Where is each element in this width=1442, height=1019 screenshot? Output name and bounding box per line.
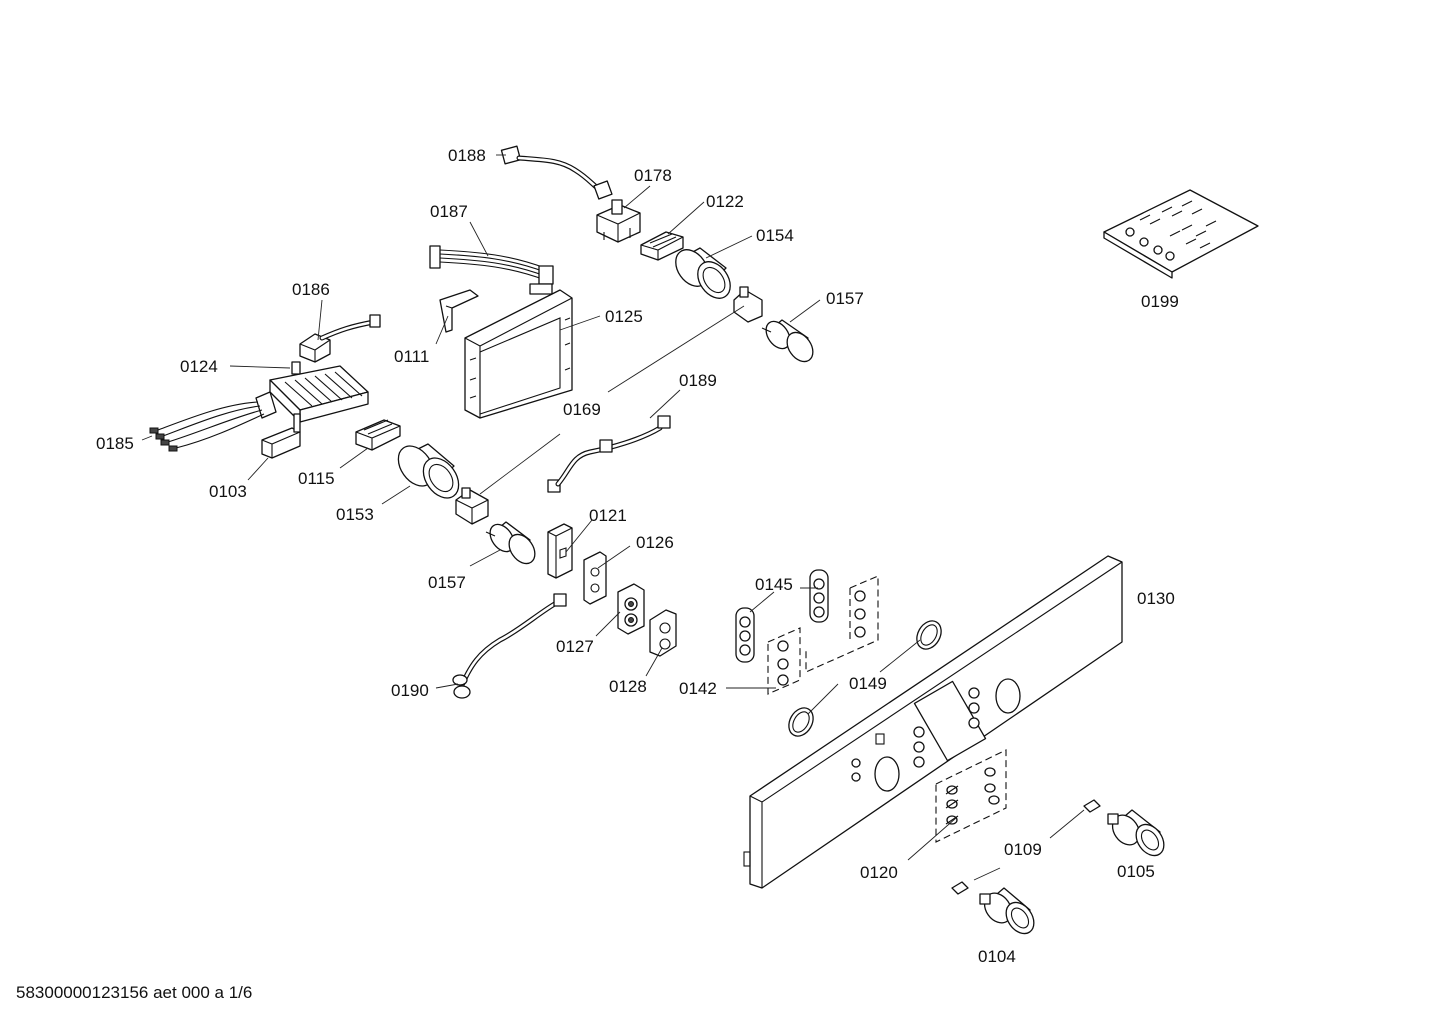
label-0189: 0189 xyxy=(679,371,717,390)
label-0105: 0105 xyxy=(1117,862,1155,881)
label-0103: 0103 xyxy=(209,482,247,501)
label-0121: 0121 xyxy=(589,506,627,525)
document-id: 58300000123156 aet 000 a 1/6 xyxy=(16,983,252,1002)
part-0188-harness xyxy=(500,145,613,200)
part-0157-knob-upper xyxy=(733,286,814,363)
label-0154: 0154 xyxy=(756,226,794,245)
part-0120-screws xyxy=(935,749,1007,843)
label-0122: 0122 xyxy=(706,192,744,211)
part-0187-ribbon-cable xyxy=(429,245,554,285)
label-0157-upper: 0157 xyxy=(826,289,864,308)
label-0104: 0104 xyxy=(978,947,1016,966)
part-0124-terminal-block xyxy=(255,361,369,423)
part-0185-wire-loom xyxy=(149,401,265,452)
part-0127-switch-block xyxy=(617,583,645,635)
part-0109-clip xyxy=(951,799,1101,895)
part-0145-lens-strip xyxy=(809,569,829,623)
label-0126: 0126 xyxy=(636,533,674,552)
label-0186: 0186 xyxy=(292,280,330,299)
part-0178-switch xyxy=(596,199,641,243)
part-0142-lens-strip xyxy=(735,575,879,695)
part-0190-harness xyxy=(452,593,567,699)
part-0153-cylinder xyxy=(397,443,460,499)
label-0157-lower: 0157 xyxy=(428,573,466,592)
label-0149: 0149 xyxy=(849,674,887,693)
part-0189-harness xyxy=(547,415,671,493)
label-0109: 0109 xyxy=(1004,840,1042,859)
part-0125-module xyxy=(464,283,573,419)
part-0149-ring xyxy=(788,620,942,737)
label-0190: 0190 xyxy=(391,681,429,700)
part-0122-bracket xyxy=(640,231,684,261)
part-0130-control-panel xyxy=(743,555,1123,889)
label-0199: 0199 xyxy=(1141,292,1179,311)
part-0115-bracket xyxy=(355,419,401,451)
part-0199-screw-bag xyxy=(1103,189,1259,279)
label-0115: 0115 xyxy=(298,469,335,488)
part-0126-holder xyxy=(583,551,607,605)
part-0111-clip xyxy=(439,289,479,333)
label-0169: 0169 xyxy=(563,400,601,419)
part-labels: 0188 0178 0187 0122 0154 0157 0186 0125 … xyxy=(96,146,1179,966)
label-0111: 0111 xyxy=(394,347,429,366)
label-0130: 0130 xyxy=(1137,589,1175,608)
label-0187: 0187 xyxy=(430,202,468,221)
label-0188: 0188 xyxy=(448,146,486,165)
label-0125: 0125 xyxy=(605,307,643,326)
label-0185: 0185 xyxy=(96,434,134,453)
part-0105-knob xyxy=(1107,809,1165,857)
label-0142: 0142 xyxy=(679,679,717,698)
part-0104-knob xyxy=(979,887,1035,935)
part-0128-plate xyxy=(649,609,677,657)
part-0103-bracket xyxy=(261,413,301,459)
part-0154-cylinder xyxy=(675,247,731,299)
leader-lines xyxy=(141,154,1085,881)
label-0128: 0128 xyxy=(609,677,647,696)
part-0169-switch xyxy=(455,487,489,525)
part-0186-connector xyxy=(299,314,381,363)
label-0153: 0153 xyxy=(336,505,374,524)
part-0121-holder xyxy=(547,523,573,579)
label-0124: 0124 xyxy=(180,357,218,376)
label-0120: 0120 xyxy=(860,863,898,882)
label-0145: 0145 xyxy=(755,575,793,594)
part-0157-knob-lower xyxy=(485,521,536,565)
label-0127: 0127 xyxy=(556,637,594,656)
label-0178: 0178 xyxy=(634,166,672,185)
